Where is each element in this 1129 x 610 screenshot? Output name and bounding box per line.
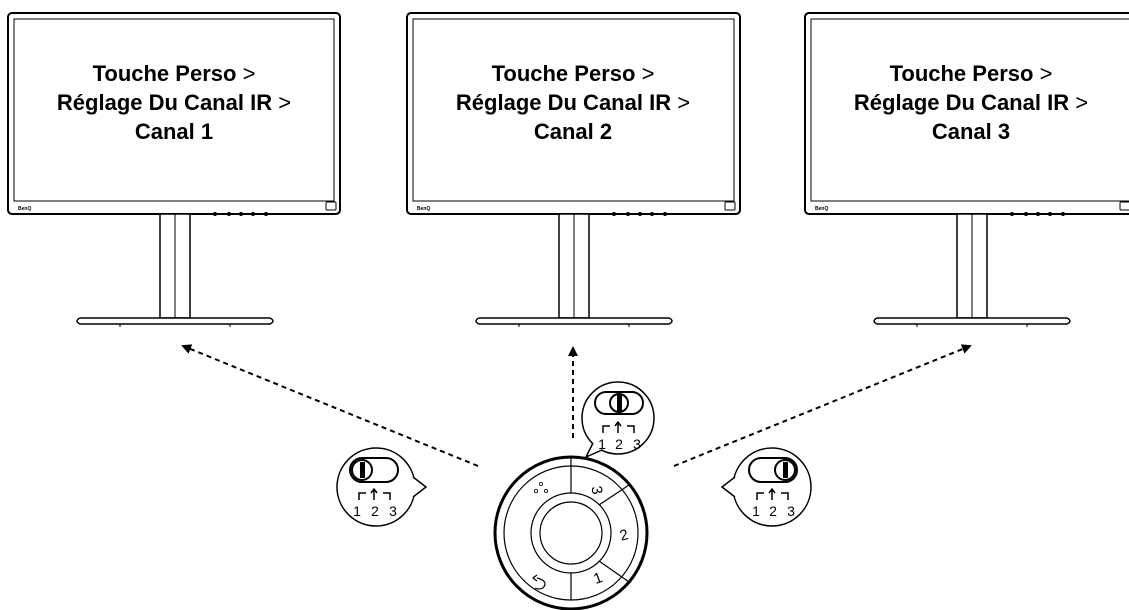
- monitor-3-menu: Touche Perso: [889, 61, 1034, 86]
- monitor-1-channel: Canal 1: [134, 119, 214, 144]
- monitor-2-stand-base: [475, 317, 673, 325]
- monitor-2-sep-2: >: [677, 90, 691, 115]
- monitor-3-sep-1: >: [1039, 61, 1053, 86]
- monitor-1-sep-1: >: [242, 61, 256, 86]
- switch-right-label-3: 3: [787, 503, 795, 519]
- switch-left-label-1: 1: [353, 503, 361, 519]
- monitor-1-menu: Touche Perso: [92, 61, 237, 86]
- switch-bubble-top: [581, 381, 655, 459]
- monitor-1-screen: [13, 18, 335, 202]
- monitor-2-sep-1: >: [641, 61, 655, 86]
- switch-top-label-1: 1: [598, 436, 606, 452]
- monitor-3-text: Touche Perso > Réglage Du Canal IR > Can…: [821, 59, 1121, 146]
- switch-bubble-left: [336, 447, 428, 527]
- monitor-3-setting: Réglage Du Canal IR: [853, 90, 1070, 115]
- monitor-3-stand-base: [873, 317, 1071, 325]
- monitor-1-sep-2: >: [278, 90, 292, 115]
- switch-left-label-3: 3: [389, 503, 397, 519]
- monitor-2-menu: Touche Perso: [491, 61, 636, 86]
- dots-icon: [534, 481, 549, 493]
- switch-top-label-2: 2: [615, 436, 623, 452]
- monitor-3-sep-2: >: [1075, 90, 1089, 115]
- arrow-to-monitor-3: [673, 344, 972, 467]
- monitor-2-buttons: [612, 212, 667, 216]
- monitor-2: BenQ: [406, 12, 741, 327]
- monitor-1: BenQ: [7, 12, 341, 327]
- puck-button-3: 3: [587, 485, 605, 496]
- monitor-2-text: Touche Perso > Réglage Du Canal IR > Can…: [423, 59, 723, 146]
- monitor-1-buttons: [213, 212, 268, 216]
- switch-bubble-right: [720, 447, 812, 527]
- monitor-1-setting: Réglage Du Canal IR: [56, 90, 273, 115]
- monitor-1-logo: BenQ: [18, 206, 31, 212]
- monitor-1-power-button: [325, 201, 337, 211]
- monitor-2-power-button: [724, 201, 736, 211]
- monitor-2-channel: Canal 2: [533, 119, 613, 144]
- switch-left-label-2: 2: [371, 503, 379, 519]
- monitor-3-power-button: [1119, 201, 1129, 211]
- switch-right-label-1: 1: [752, 503, 760, 519]
- monitor-1-text: Touche Perso > Réglage Du Canal IR > Can…: [24, 59, 324, 146]
- switch-top-label-3: 3: [633, 436, 641, 452]
- monitor-2-screen: [412, 18, 735, 202]
- arrow-to-monitor-1: [181, 344, 479, 467]
- monitor-2-setting: Réglage Du Canal IR: [455, 90, 672, 115]
- monitor-3-logo: BenQ: [815, 206, 828, 212]
- monitor-2-logo: BenQ: [417, 206, 430, 212]
- monitor-3: BenQ: [804, 12, 1129, 327]
- monitor-3-channel: Canal 3: [931, 119, 1011, 144]
- monitor-1-stand-base: [76, 317, 274, 325]
- back-icon: [532, 574, 546, 590]
- switch-right-label-2: 2: [769, 503, 777, 519]
- puck-controller: [493, 455, 649, 610]
- monitor-3-screen: [810, 18, 1129, 202]
- monitor-3-buttons: [1010, 212, 1065, 216]
